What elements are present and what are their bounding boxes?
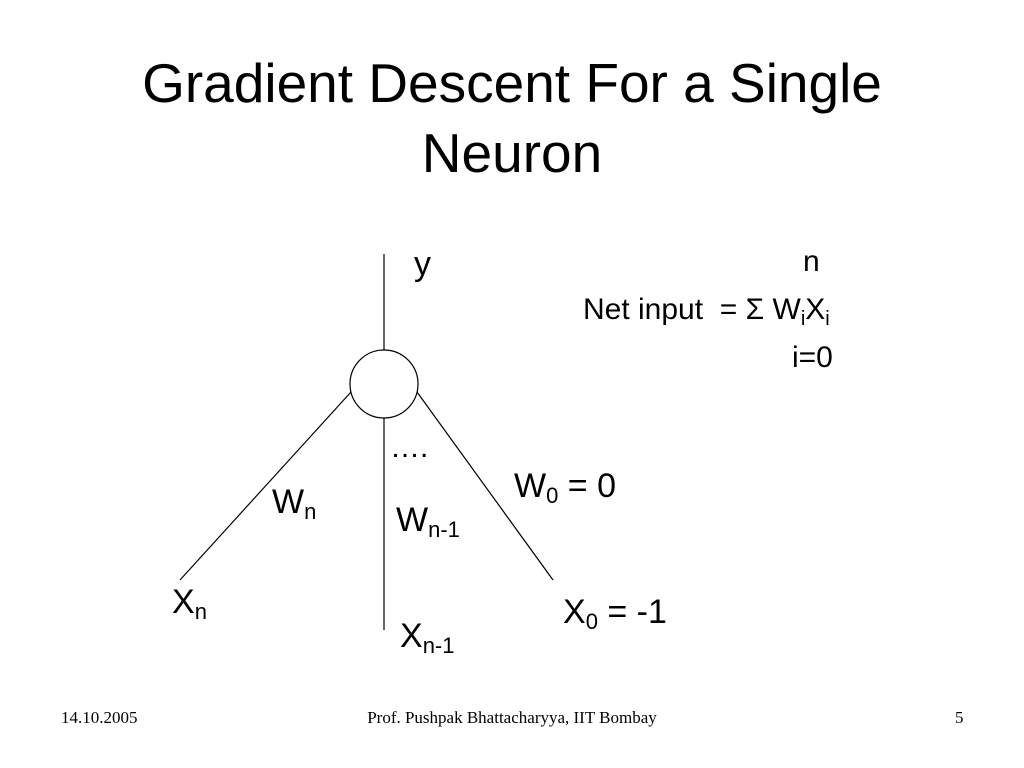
sum-lower-limit: i=0	[792, 341, 833, 374]
title-line-2: Neuron	[421, 122, 603, 184]
input-x0-label: X0 = -1	[563, 592, 667, 634]
input-x0-value: = -1	[597, 593, 667, 631]
weight-w0-label: W0 = 0	[514, 466, 617, 508]
weight-w0-value: = 0	[558, 467, 617, 505]
input-line-xn	[179, 391, 352, 581]
w-subscript-i: i	[800, 308, 806, 330]
weight-wn-label: Wn	[272, 482, 317, 524]
ellipsis-dots: ….	[390, 431, 429, 464]
input-x0-sub: 0	[585, 609, 598, 634]
neuron-circle	[349, 349, 419, 419]
input-xn-1-label: Xn-1	[400, 616, 455, 658]
input-x0-base: X	[563, 593, 586, 631]
weight-w0-sub: 0	[546, 483, 559, 508]
x-symbol: X	[805, 293, 826, 326]
weight-w0-base: W	[514, 467, 547, 505]
input-line-x0	[416, 391, 554, 581]
net-input-label: Net input	[583, 293, 704, 326]
sum-symbol-w: = Σ W	[719, 293, 801, 326]
title-line-1: Gradient Descent For a Single	[142, 52, 882, 114]
weight-wn-1-sub: n-1	[428, 517, 460, 542]
output-label-y: y	[414, 245, 431, 283]
weight-wn-sub: n	[304, 499, 317, 524]
input-xn-base: X	[172, 583, 195, 621]
weight-wn-1-base: W	[396, 501, 429, 539]
footer-date: 14.10.2005	[61, 708, 138, 727]
x-subscript-i: i	[825, 308, 830, 330]
slide-title: Gradient Descent For a Single Neuron	[0, 48, 1024, 188]
weight-wn-base: W	[272, 483, 305, 521]
input-xn-label: Xn	[172, 582, 207, 624]
input-xn-1-sub: n-1	[422, 633, 455, 658]
footer-page-number: 5	[955, 708, 964, 727]
sum-upper-limit: n	[803, 245, 820, 278]
footer-author: Prof. Pushpak Bhattacharyya, IIT Bombay	[367, 708, 657, 727]
weight-wn-1-label: Wn-1	[396, 500, 460, 542]
input-xn-1-base: X	[400, 617, 423, 655]
net-input-formula: Net input = Σ WiXi	[583, 292, 830, 330]
input-xn-sub: n	[194, 599, 207, 624]
